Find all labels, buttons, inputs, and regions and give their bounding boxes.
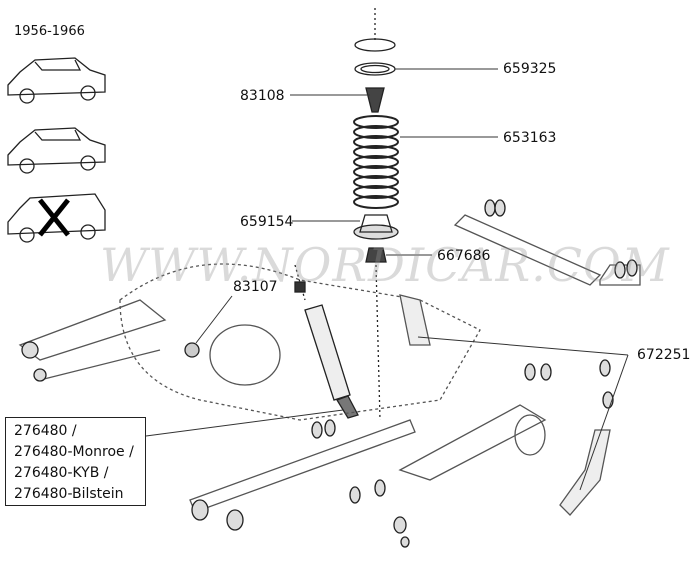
coil-spring <box>353 115 399 209</box>
part-label-672251: 672251 <box>637 347 691 363</box>
shock-absorber-options-box: 276480 / 276480-Monroe / 276480-KYB / 27… <box>5 417 146 506</box>
part-label-83108: 83108 <box>240 88 285 104</box>
part-label-659325: 659325 <box>503 61 557 77</box>
lower-seat <box>353 214 399 421</box>
shock-option: 276480-KYB / <box>14 465 109 481</box>
part-label-667686: 667686 <box>437 248 491 264</box>
top-mount-parts <box>354 8 396 113</box>
leader-lines <box>145 68 629 491</box>
watermark: WWW.NORDICAR.COM <box>100 238 670 292</box>
shock-option: 276480 / <box>14 423 77 439</box>
part-label-83107: 83107 <box>233 279 278 295</box>
bushings <box>21 199 638 548</box>
part-label-659154: 659154 <box>240 214 294 230</box>
bumper-83107 <box>184 342 200 358</box>
excluded-x-mark <box>38 198 70 237</box>
car-wagon <box>7 193 106 243</box>
car-sedan-2 <box>7 127 106 174</box>
car-sedan-1 <box>7 57 106 104</box>
part-label-653163: 653163 <box>503 130 557 146</box>
shock-option: 276480-Monroe / <box>14 444 134 460</box>
year-range-label: 1956-1966 <box>14 24 85 39</box>
shock-option: 276480-Bilstein <box>14 486 124 502</box>
